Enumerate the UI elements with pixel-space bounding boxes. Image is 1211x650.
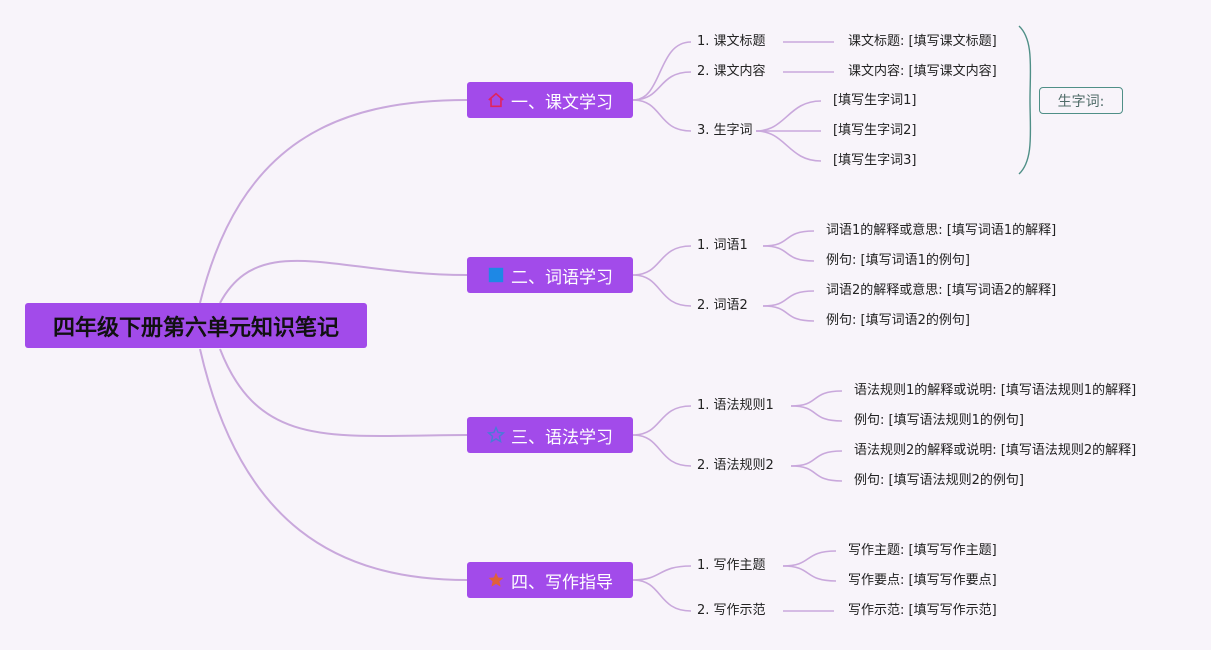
child-node-1-3[interactable]: 3. 生字词 [697, 123, 753, 138]
child-node-3-2[interactable]: 2. 语法规则2 [697, 458, 774, 473]
home-icon [487, 91, 505, 109]
branch-label: 一、课文学习 [511, 92, 613, 113]
summary-label[interactable]: 生字词: [1039, 87, 1123, 114]
child-node-2-2[interactable]: 2. 词语2 [697, 298, 748, 313]
child-node-4-1[interactable]: 1. 写作主题 [697, 558, 766, 573]
detail-node-2-1-1[interactable]: 词语1的解释或意思: [填写词语1的解释] [826, 223, 1057, 238]
detail-node-3-1-1[interactable]: 语法规则1的解释或说明: [填写语法规则1的解释] [854, 383, 1137, 398]
detail-node-3-2-1[interactable]: 语法规则2的解释或说明: [填写语法规则2的解释] [854, 443, 1137, 458]
child-node-2-1[interactable]: 1. 词语1 [697, 238, 748, 253]
detail-node-1-3-1[interactable]: [填写生字词1] [833, 93, 917, 108]
detail-node-2-2-2[interactable]: 例句: [填写词语2的例句] [826, 313, 970, 328]
detail-node-4-1-1[interactable]: 写作主题: [填写写作主题] [848, 543, 997, 558]
branch-label: 三、语法学习 [511, 427, 613, 448]
detail-node-2-1-2[interactable]: 例句: [填写词语1的例句] [826, 253, 970, 268]
branch-label: 四、写作指导 [511, 572, 613, 593]
branch-node-4[interactable]: 四、写作指导 [467, 562, 633, 598]
detail-node-1-2-1[interactable]: 课文内容: [填写课文内容] [848, 64, 997, 79]
branch-node-2[interactable]: 二、词语学习 [467, 257, 633, 293]
child-node-3-1[interactable]: 1. 语法规则1 [697, 398, 774, 413]
star-icon [487, 571, 505, 589]
child-node-4-2[interactable]: 2. 写作示范 [697, 603, 766, 618]
detail-node-2-2-1[interactable]: 词语2的解释或意思: [填写词语2的解释] [826, 283, 1057, 298]
detail-node-4-1-2[interactable]: 写作要点: [填写写作要点] [848, 573, 997, 588]
branch-node-1[interactable]: 一、课文学习 [467, 82, 633, 118]
detail-node-4-2-1[interactable]: 写作示范: [填写写作示范] [848, 603, 997, 618]
square-icon [487, 266, 505, 284]
branch-node-3[interactable]: 三、语法学习 [467, 417, 633, 453]
detail-node-1-1-1[interactable]: 课文标题: [填写课文标题] [848, 34, 997, 49]
detail-node-3-1-2[interactable]: 例句: [填写语法规则1的例句] [854, 413, 1024, 428]
branch-label: 二、词语学习 [511, 267, 613, 288]
detail-node-3-2-2[interactable]: 例句: [填写语法规则2的例句] [854, 473, 1024, 488]
child-node-1-2[interactable]: 2. 课文内容 [697, 64, 766, 79]
child-node-1-1[interactable]: 1. 课文标题 [697, 34, 766, 49]
detail-node-1-3-3[interactable]: [填写生字词3] [833, 153, 917, 168]
root-node[interactable]: 四年级下册第六单元知识笔记 [25, 303, 367, 348]
detail-node-1-3-2[interactable]: [填写生字词2] [833, 123, 917, 138]
star-outline-icon [487, 426, 505, 444]
